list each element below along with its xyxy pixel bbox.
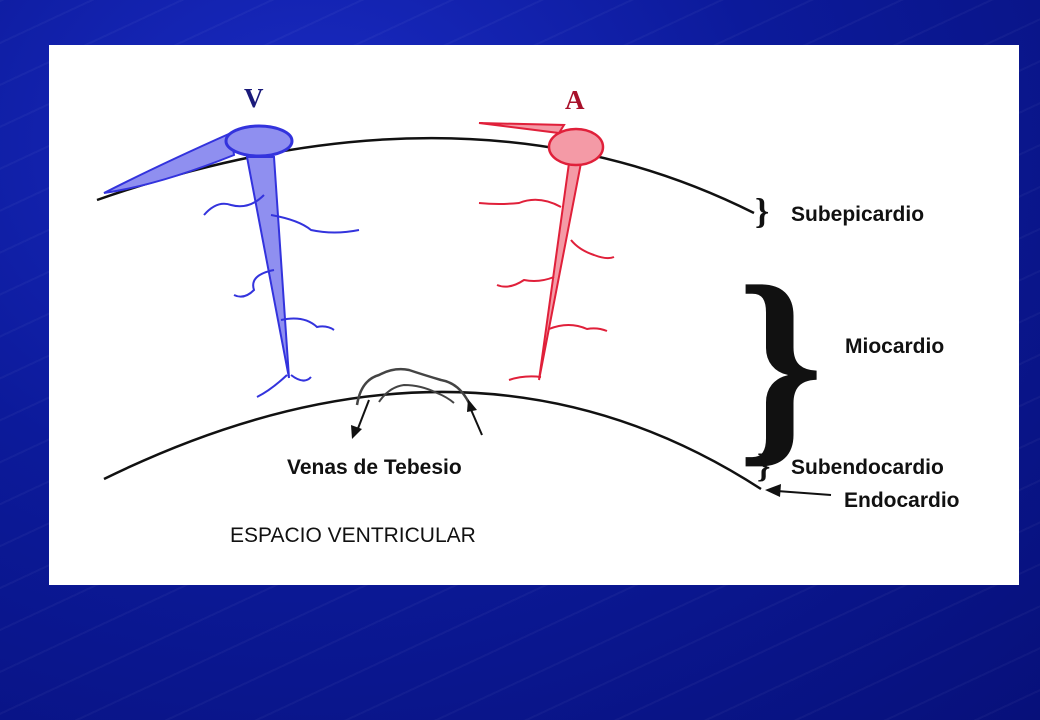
vein-label: V xyxy=(244,83,264,113)
artery-branch xyxy=(478,198,562,208)
subendocardio-label: Subendocardio xyxy=(791,456,944,479)
artery-surface-branch xyxy=(478,122,566,135)
subepicardio-label: Subepicardio xyxy=(791,203,924,226)
miocardio-brace: } xyxy=(737,241,824,485)
artery-branch xyxy=(508,375,542,381)
artery-branch xyxy=(570,239,615,260)
miocardio-label: Miocardio xyxy=(845,335,944,358)
thebesian-label: Venas de Tebesio xyxy=(287,456,462,479)
vein-cross-section xyxy=(224,124,294,158)
vein-tributary xyxy=(203,194,265,216)
subendocardio-brace: } xyxy=(757,448,770,485)
artery-group xyxy=(478,122,615,381)
heart-wall-diagram: } } } V A Subepicardio Miocardio Subendo… xyxy=(96,83,960,547)
ventricular-space-label: ESPACIO VENTRICULAR xyxy=(230,524,476,547)
vein-trunk xyxy=(245,156,290,379)
artery-branch xyxy=(548,324,608,332)
thebesian-arrowhead-right xyxy=(467,399,477,412)
layer-braces: } } } xyxy=(737,191,832,497)
thebesian-veins-group xyxy=(351,367,483,439)
thebesian-vessel-inner xyxy=(378,383,455,404)
vein-tributary xyxy=(280,317,335,331)
vein-tributary xyxy=(270,214,360,234)
vein-tributary xyxy=(290,374,312,382)
artery-trunk xyxy=(538,162,583,381)
thebesian-arrow-left xyxy=(356,399,370,432)
vein-group xyxy=(103,124,360,398)
endocardium-curve xyxy=(103,390,762,491)
vein-surface-branch xyxy=(103,131,236,194)
subepicardio-brace: } xyxy=(755,191,769,231)
thebesian-arrowhead-left xyxy=(351,425,362,439)
artery-label: A xyxy=(565,85,585,115)
vein-tributary xyxy=(256,374,288,398)
thebesian-vessel-outer xyxy=(355,367,471,406)
endocardio-label: Endocardio xyxy=(844,489,960,512)
endocardio-arrow-shaft xyxy=(776,490,832,496)
vein-tributary xyxy=(233,269,275,298)
artery-branch xyxy=(496,276,555,288)
endocardio-arrowhead xyxy=(765,484,781,497)
artery-cross-section xyxy=(547,127,605,167)
diagram-panel: } } } V A Subepicardio Miocardio Subendo… xyxy=(49,45,1019,585)
epicardium-curve xyxy=(96,136,755,215)
